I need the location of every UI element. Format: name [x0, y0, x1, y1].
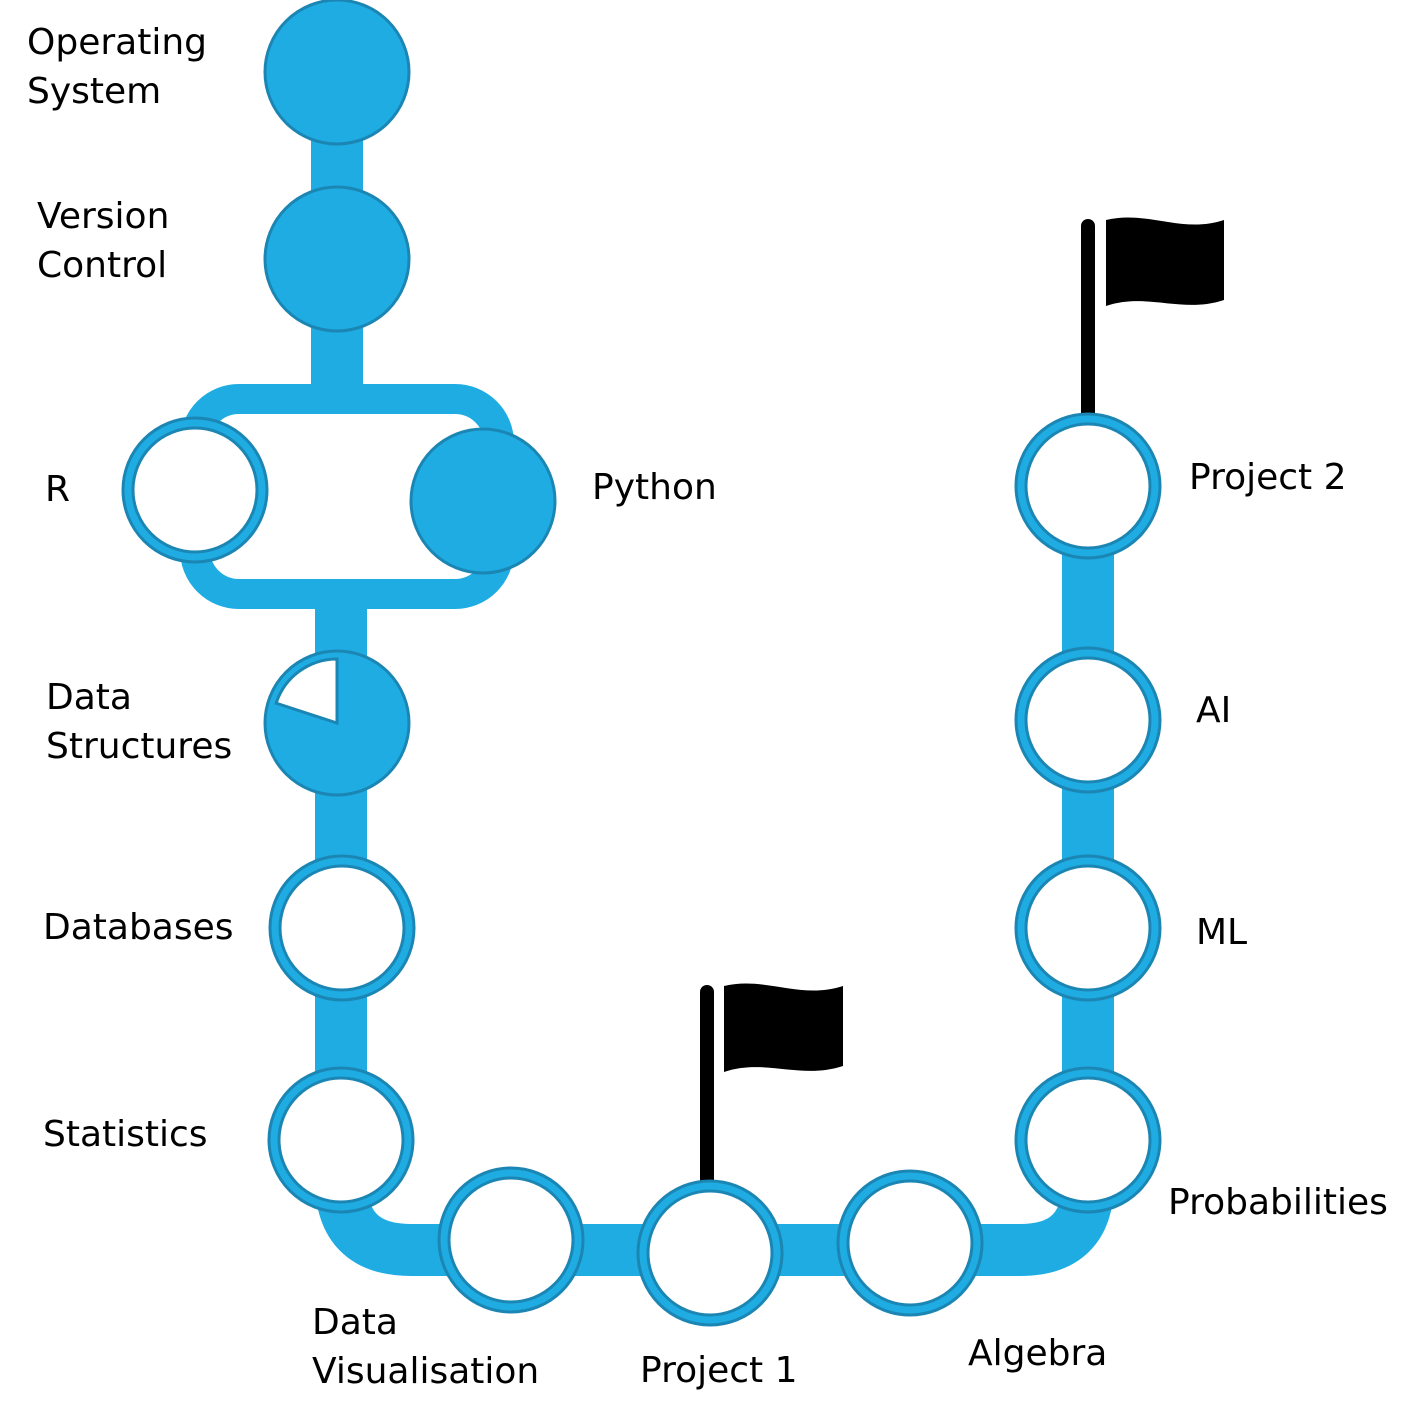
project-2-flag-icon: [1081, 217, 1224, 427]
node-ai: [1014, 646, 1162, 794]
node-fill-empty: [1024, 422, 1152, 550]
node-fill-empty: [646, 1189, 774, 1317]
label-probabilities: Probabilities: [1168, 1182, 1388, 1223]
node-fill-empty: [131, 426, 259, 554]
node-fill-empty: [278, 864, 406, 992]
label-ml: ML: [1196, 912, 1248, 953]
node-fill-empty: [1024, 864, 1152, 992]
label-r: R: [45, 469, 71, 510]
node-fill-empty: [277, 1076, 405, 1204]
label-data-visualisation: Data Visualisation: [312, 1302, 540, 1392]
node-python: [409, 427, 557, 575]
node-data-structures: [263, 649, 411, 797]
node-fill-complete: [409, 427, 557, 575]
node-project-2: [1014, 412, 1162, 560]
node-r: [121, 416, 269, 564]
node-fill-empty: [1024, 1076, 1152, 1204]
label-python: Python: [592, 467, 717, 508]
node-project-1: [636, 1179, 784, 1327]
node-operating-system: [263, 0, 411, 146]
node-fill-empty: [447, 1176, 575, 1304]
nodes: [121, 0, 1162, 1327]
project-1-flag-icon: [700, 983, 843, 1195]
node-probabilities: [1014, 1066, 1162, 1214]
label-version-control: Version Control: [37, 196, 170, 286]
node-remaining-wedge: [274, 657, 339, 726]
label-operating-system: Operating System: [27, 22, 207, 112]
node-fill-empty: [846, 1179, 974, 1307]
label-project-2: Project 2: [1189, 457, 1347, 498]
label-algebra: Algebra: [968, 1333, 1108, 1374]
node-ml: [1014, 854, 1162, 1002]
label-ai: AI: [1196, 690, 1232, 731]
node-databases: [268, 854, 416, 1002]
node-fill-complete: [263, 185, 411, 333]
node-statistics: [267, 1066, 415, 1214]
label-statistics: Statistics: [43, 1114, 208, 1155]
label-databases: Databases: [43, 907, 234, 948]
label-project-1: Project 1: [640, 1350, 798, 1391]
node-fill-empty: [1024, 656, 1152, 784]
node-fill-complete: [263, 0, 411, 146]
flags: [700, 217, 1224, 1195]
node-version-control: [263, 185, 411, 333]
node-algebra: [836, 1169, 984, 1317]
label-data-structures: Data Structures: [46, 677, 233, 767]
node-data-visualisation: [437, 1166, 585, 1314]
